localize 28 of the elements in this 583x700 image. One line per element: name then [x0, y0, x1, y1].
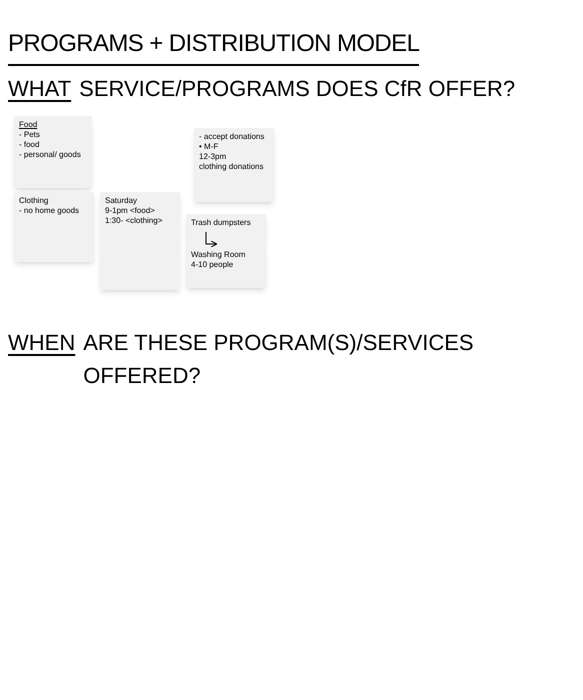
note-text: Saturday: [105, 196, 138, 205]
note-text: Washing Room: [191, 250, 246, 259]
note-text: Trash dumpsters: [191, 218, 252, 227]
note-text: - Pets: [19, 130, 41, 139]
sticky-note: [186, 214, 266, 246]
arrow: [206, 232, 218, 248]
note-text: - accept donations: [199, 132, 266, 141]
question-heading: SERVICE/PROGRAMS DOES CfR OFFER?: [79, 75, 516, 103]
question-heading: ARE THESE PROGRAM(S)/SERVICES OFFERED?: [83, 329, 475, 390]
note-text: Food: [19, 120, 38, 129]
note-text: - personal/ goods: [19, 150, 82, 159]
note-text: • M-F: [199, 142, 220, 151]
note-text: clothing donations: [199, 162, 264, 171]
note-text: 9-1pm <food>: [105, 206, 156, 215]
note-text: Clothing: [19, 196, 50, 205]
note-text: 4-10 people: [191, 260, 234, 269]
sticky-note: [186, 246, 266, 288]
heading-keyword: WHAT: [8, 75, 72, 103]
sticky-note: [14, 116, 92, 188]
heading-keyword: WHEN: [8, 329, 76, 357]
note-text: - food: [19, 140, 40, 149]
note-text: 12-3pm: [199, 152, 228, 161]
sticky-note: [100, 192, 180, 290]
title: PROGRAMS + DISTRIBUTION MODEL: [8, 30, 420, 57]
sticky-note: [194, 128, 274, 202]
note-text: - no home goods: [19, 206, 80, 215]
note-text: 1:30- <clothing>: [105, 216, 164, 225]
sticky-note: [14, 192, 94, 262]
